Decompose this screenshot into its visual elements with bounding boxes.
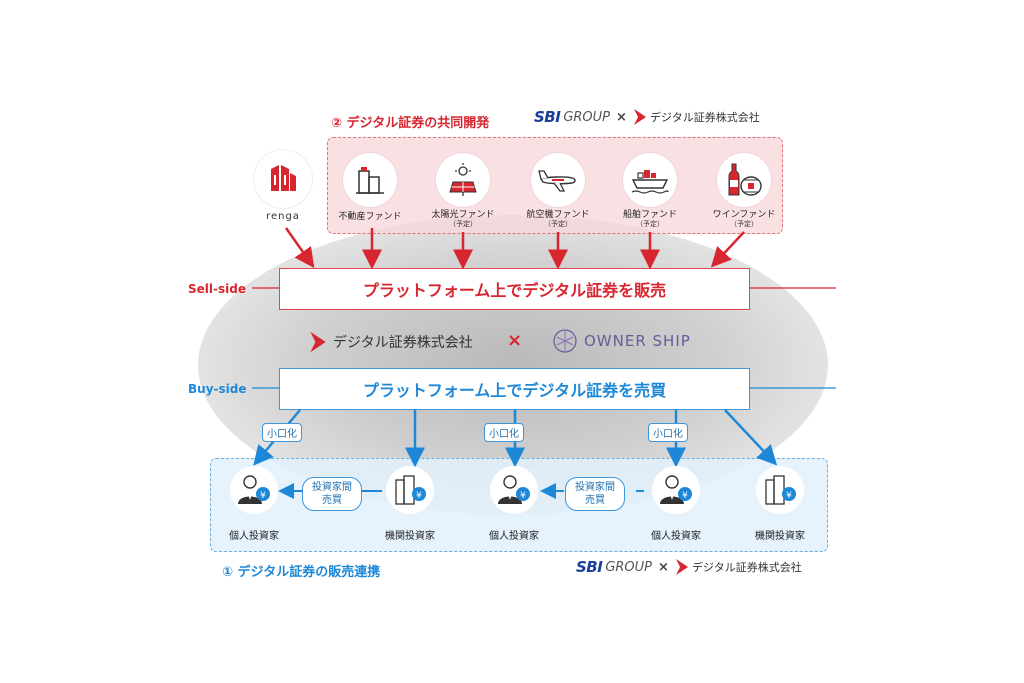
svg-text:¥: ¥ — [260, 491, 266, 501]
times-symbol: × — [658, 559, 669, 575]
svg-text:¥: ¥ — [786, 491, 792, 501]
small-lot-pill: 小口化 — [484, 423, 524, 442]
fund-label: ワインファンド — [712, 210, 776, 220]
sbi-group-text: GROUP — [605, 559, 653, 575]
fund-note: （予定） — [730, 220, 758, 228]
individual-investor: ¥ — [230, 466, 278, 514]
renga-label: renga — [266, 211, 300, 222]
buy-side-label: Buy-side — [188, 382, 247, 396]
digital-securities-company-name: デジタル証券株式会社 — [649, 111, 760, 124]
person-yen-icon: ¥ — [490, 466, 538, 514]
ship-icon — [623, 153, 677, 207]
ownership-name: OWNER SHIP — [584, 332, 691, 350]
renga-logo-icon — [271, 165, 296, 191]
digital-securities-logo-icon — [310, 331, 326, 353]
fund-ship — [623, 153, 677, 207]
inter-investor-trade-pill: 投資家間 売買 — [565, 477, 625, 511]
building-yen-icon: ¥ — [386, 466, 434, 514]
fund-label: 太陽光ファンド — [431, 210, 495, 220]
building-yen-icon: ¥ — [756, 466, 804, 514]
building-icon — [343, 153, 397, 207]
institutional-investor: ¥ — [386, 466, 434, 514]
bottom-brand-lockup: SBI GROUP × デジタル証券株式会社 — [576, 558, 802, 576]
svg-text:¥: ¥ — [416, 491, 422, 501]
digital-securities-company-name: デジタル証券株式会社 — [691, 561, 802, 574]
joint-development-title: ② デジタル証券の共同開発 — [331, 116, 490, 131]
inter-investor-trade-pill: 投資家間 売買 — [302, 477, 362, 511]
fund-label: 不動産ファンド — [338, 212, 402, 222]
renga-logo — [254, 150, 312, 208]
fund-label: 船舶ファンド — [622, 210, 677, 220]
solar-panel-icon — [436, 153, 490, 207]
sbi-logo: SBI — [534, 108, 561, 126]
digital-securities-company-name: デジタル証券株式会社 — [333, 335, 473, 351]
top-brand-lockup: SBI GROUP × デジタル証券株式会社 — [534, 108, 760, 126]
fund-note: （予定） — [544, 220, 572, 228]
person-yen-icon: ¥ — [652, 466, 700, 514]
sell-side-bar: プラットフォーム上でデジタル証券を販売 — [279, 268, 750, 310]
sell-side-label: Sell-side — [188, 282, 246, 296]
small-lot-pill: 小口化 — [262, 423, 302, 442]
times-symbol: × — [616, 109, 627, 125]
small-lot-pill: 小口化 — [648, 423, 688, 442]
fund-real-estate — [343, 153, 397, 207]
fund-note: （予定） — [636, 220, 664, 228]
digital-securities-logo-icon — [633, 109, 646, 125]
fund-wine — [717, 153, 771, 207]
institutional-investor: ¥ — [756, 466, 804, 514]
buy-side-bar: プラットフォーム上でデジタル証券を売買 — [279, 368, 750, 410]
investor-label: 機関投資家 — [755, 531, 805, 542]
sbi-logo: SBI — [576, 558, 603, 576]
fund-aircraft — [531, 153, 585, 207]
investor-label: 個人投資家 — [489, 531, 539, 542]
wine-barrel-icon — [717, 153, 771, 207]
person-yen-icon: ¥ — [230, 466, 278, 514]
individual-investor: ¥ — [490, 466, 538, 514]
svg-text:¥: ¥ — [682, 491, 688, 501]
individual-investor: ¥ — [652, 466, 700, 514]
svg-text:¥: ¥ — [520, 491, 526, 501]
airplane-icon — [531, 153, 585, 207]
sales-alliance-title: ① デジタル証券の販売連携 — [222, 565, 381, 580]
investor-label: 個人投資家 — [229, 531, 279, 542]
investor-label: 個人投資家 — [651, 531, 701, 542]
middle-brand-lockup: デジタル証券株式会社 — [309, 330, 473, 354]
times-symbol: × — [507, 330, 523, 351]
investor-label: 機関投資家 — [385, 531, 435, 542]
digital-securities-logo-icon — [675, 559, 688, 575]
sbi-group-text: GROUP — [563, 109, 611, 125]
ownership-lockup: OWNER SHIP — [552, 328, 691, 354]
fund-solar — [436, 153, 490, 207]
fund-label: 航空機ファンド — [526, 210, 590, 220]
ownership-logo-icon — [553, 329, 577, 353]
fund-note: （予定） — [449, 220, 477, 228]
